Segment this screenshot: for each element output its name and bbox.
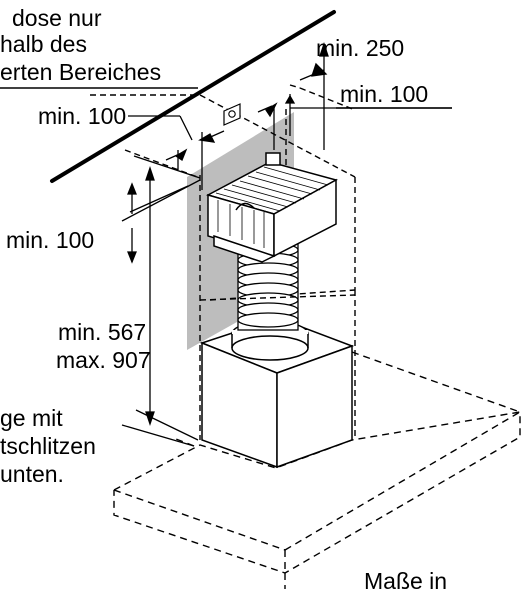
label-min-100-mid: min. 100 [6,227,94,253]
socket-note-line-1: dose nur [12,5,102,31]
label-min-100-right: min. 100 [340,81,428,107]
ceiling-line [50,10,336,183]
dimensions-note: Maße in [364,568,447,589]
slots-note-line-2: tschlitzen [0,433,96,459]
label-min-250: min. 250 [316,35,404,61]
dimension-lines [121,41,452,447]
chimney-box [199,317,355,469]
slots-note-line-1: ge mit [0,405,63,431]
socket-icon [223,103,241,126]
blower-unit [206,152,338,263]
label-max-907: max. 907 [56,347,151,373]
label-min-100-left: min. 100 [38,103,126,129]
label-min-567: min. 567 [58,319,146,345]
slots-note-line-3: unten. [0,461,64,487]
chimney-cover-dashed [199,290,356,440]
socket-note-line-2: halb des [0,31,87,57]
socket-note-line-3: erten Bereiches [0,59,161,85]
